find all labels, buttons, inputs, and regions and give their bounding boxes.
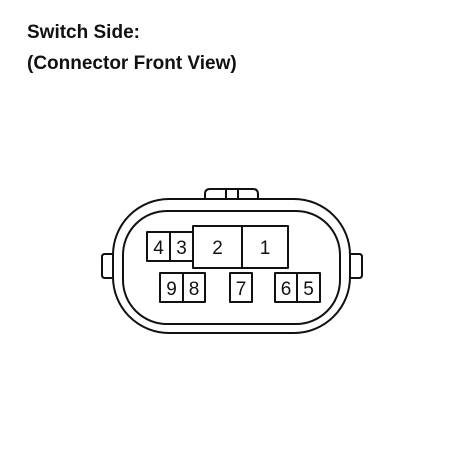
pin-cell-7 xyxy=(229,272,253,303)
pin-label-7: 7 xyxy=(236,279,247,300)
connector-ear-right xyxy=(350,253,363,279)
heading-title: Switch Side: xyxy=(27,22,140,43)
connector-outer-housing xyxy=(112,198,351,334)
pin-label-6: 6 xyxy=(281,279,292,300)
pin-label-5: 5 xyxy=(303,279,314,300)
pin-label-2: 2 xyxy=(212,238,223,259)
connector-lock-tab xyxy=(204,188,259,199)
connector-ear-left xyxy=(101,253,114,279)
pin-label-8: 8 xyxy=(189,279,200,300)
pin-cell-5 xyxy=(296,272,321,303)
pin-label-9: 9 xyxy=(166,279,177,300)
pin-label-1: 1 xyxy=(260,238,271,259)
pin-cell-8 xyxy=(182,272,206,303)
diagram-heading: Switch Side: (Connector Front View) xyxy=(27,17,237,79)
pin-label-3: 3 xyxy=(176,238,187,259)
pin-cell-1 xyxy=(241,225,289,269)
connector-inner-housing xyxy=(122,210,341,325)
heading-subtitle: (Connector Front View) xyxy=(27,53,237,74)
pin-label-4: 4 xyxy=(153,238,164,259)
